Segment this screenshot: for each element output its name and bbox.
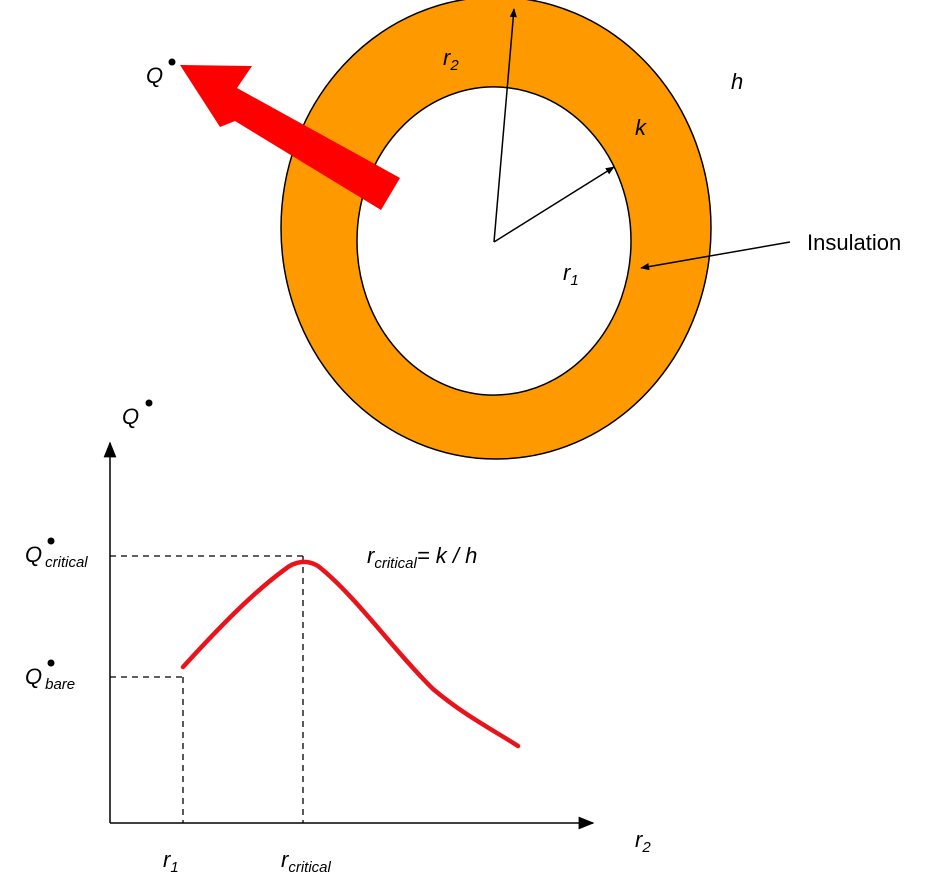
heat-rate-curve (180, 559, 521, 749)
r1-ring-label: r1 (563, 260, 579, 289)
radius-r2-arrow (493, 8, 517, 243)
heat-rate-chart (103, 441, 595, 830)
insulated-pipe (180, 0, 791, 460)
k-label: k (635, 115, 647, 140)
h-label: h (731, 69, 743, 94)
x-tick-r-critical: rcritical (281, 847, 331, 876)
y-axis-label-dot (145, 399, 153, 407)
x-tick-r1: r1 (163, 847, 179, 876)
heat-flow-dot (168, 58, 176, 66)
heat-flow-label: Q (146, 63, 163, 88)
insulation-label: Insulation (807, 230, 901, 255)
radius-r1-arrow (493, 166, 615, 243)
y-tick-bare-dot (47, 659, 55, 667)
r2-ring-label: r2 (443, 45, 459, 74)
x-axis-label: r2 (635, 827, 651, 856)
insulation-pointer-arrow (640, 241, 791, 271)
critical-radius-annotation: rcritical= k / h (367, 543, 477, 572)
y-tick-critical-dot (47, 537, 55, 545)
insulation-ring (280, 0, 712, 460)
heat-flow-arrow (180, 65, 400, 210)
y-axis-label: Q (122, 404, 139, 429)
